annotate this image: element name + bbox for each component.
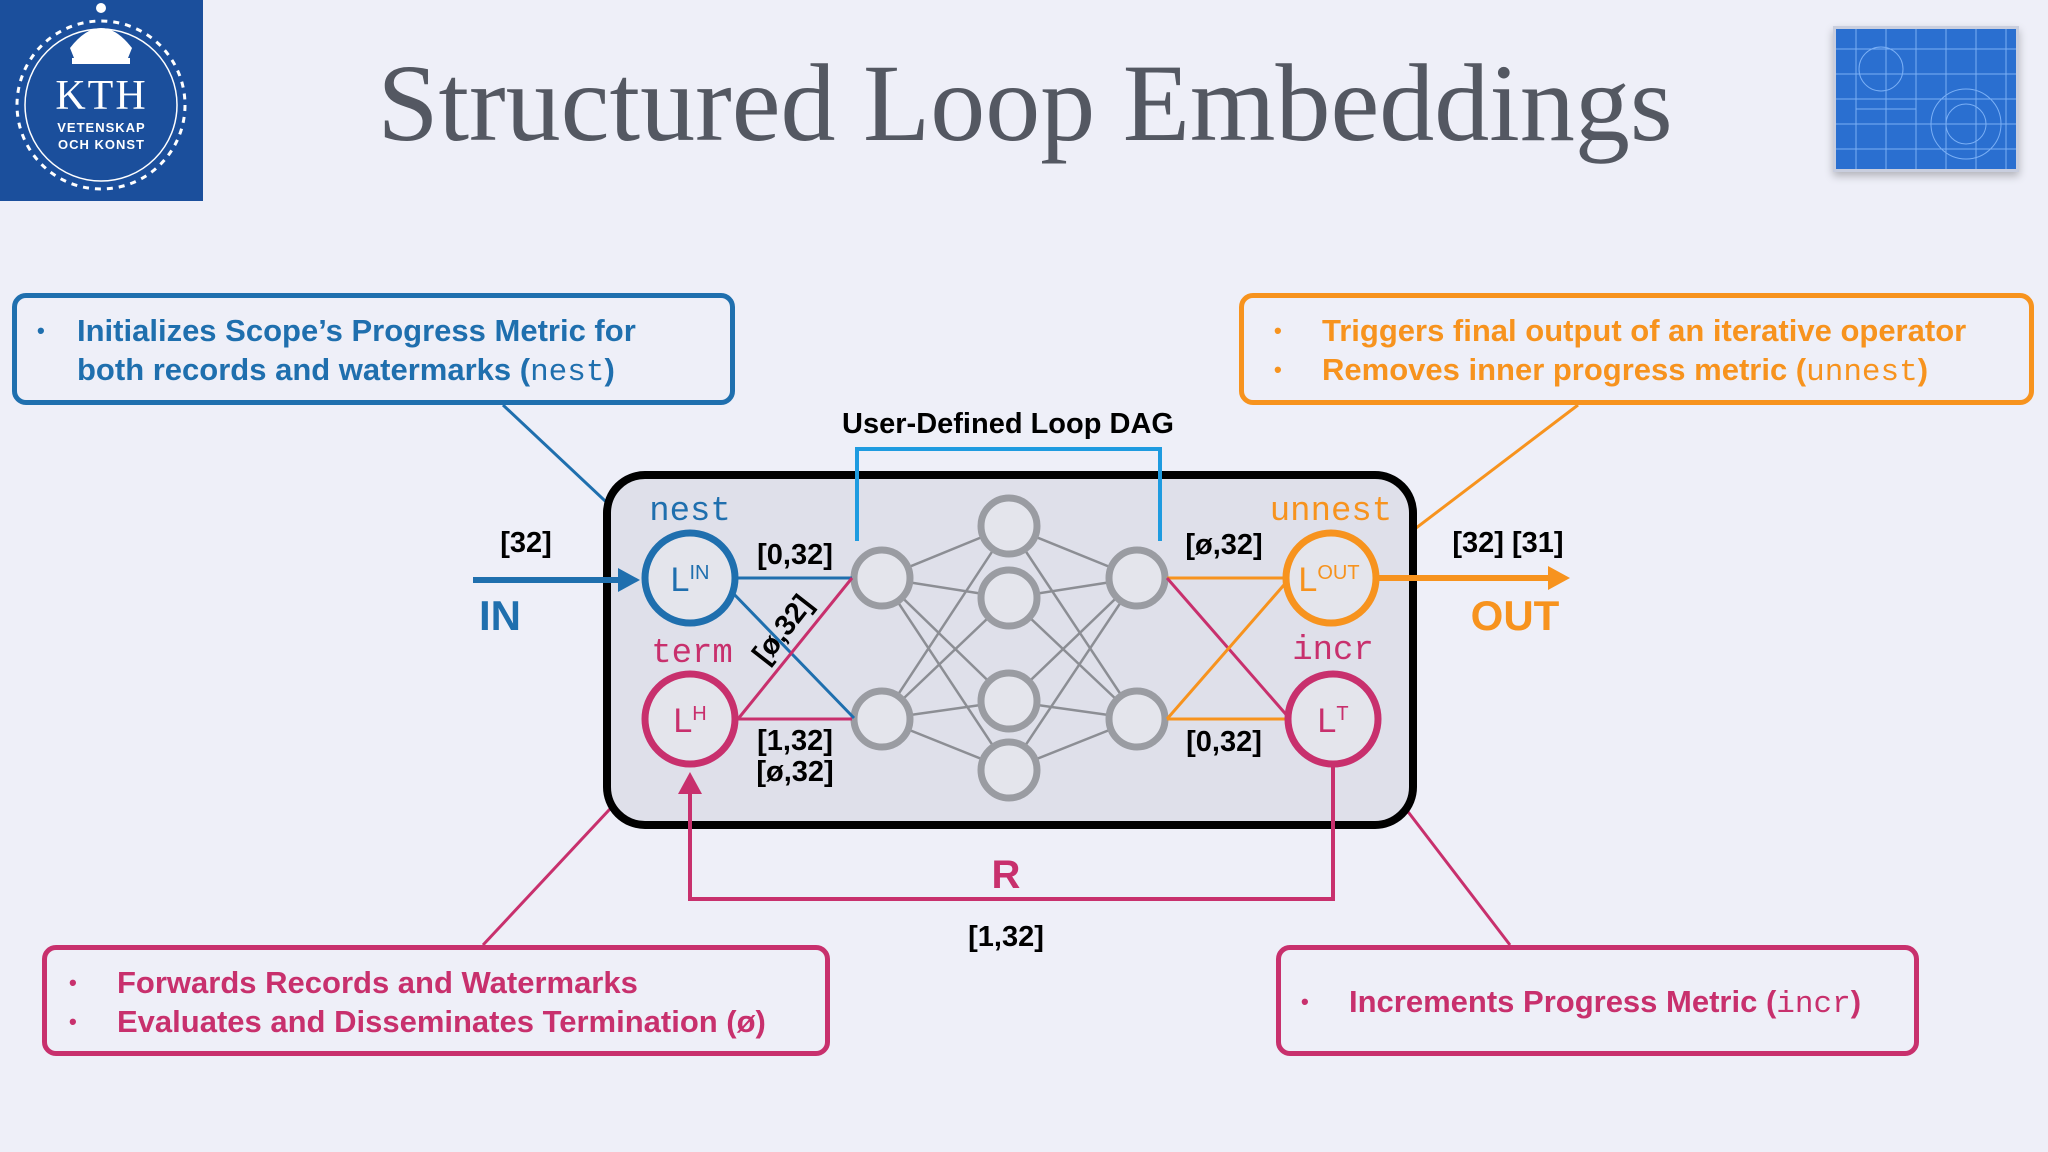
dag-node-output-bottom bbox=[1105, 687, 1169, 751]
loop-back-edge-label: [1,32] bbox=[968, 921, 1044, 953]
term-node bbox=[641, 670, 739, 768]
nest-out-edge-label: [0,32] bbox=[757, 539, 833, 571]
incr-node-text: LT bbox=[1317, 702, 1348, 740]
to-incr-edge-label: [0,32] bbox=[1186, 726, 1262, 758]
kth-logo: KTH VETENSKAP OCH KONST bbox=[0, 0, 203, 201]
out-arrow-head bbox=[1548, 566, 1570, 590]
loop-back-arrow-head bbox=[678, 772, 702, 794]
in-edge-label: [32] bbox=[500, 527, 552, 559]
r-label: R bbox=[992, 853, 1021, 897]
term-node-text: LH bbox=[673, 702, 706, 740]
dag-nodes bbox=[850, 494, 1169, 802]
dag-node-hidden-3 bbox=[977, 669, 1041, 733]
edge-dag-bottom-to-unnest bbox=[1165, 577, 1292, 720]
out-edge-label: [32] [31] bbox=[1452, 527, 1563, 559]
dag-bracket bbox=[855, 447, 1162, 541]
term-callout-item: •Evaluates and Disseminates Termination … bbox=[69, 1004, 766, 1039]
dag-node-hidden-2 bbox=[977, 566, 1041, 630]
edge-term-to-dag-top bbox=[736, 577, 854, 720]
incr-operator-label: incr bbox=[1292, 632, 1374, 670]
nest-node bbox=[641, 529, 739, 627]
dag-node-input-bottom bbox=[850, 687, 914, 751]
term-callout: •Forwards Records and Watermarks •Evalua… bbox=[42, 945, 830, 1056]
term-out-edge-label-2: [ø,32] bbox=[756, 756, 833, 788]
dag-label: User-Defined Loop DAG bbox=[842, 408, 1174, 440]
dag-node-input-top bbox=[850, 546, 914, 610]
unnest-operator-label: unnest bbox=[1270, 493, 1392, 531]
loop-scope-box bbox=[603, 471, 1417, 829]
incr-callout-item: •Increments Progress Metric (incr) bbox=[1301, 984, 1862, 1022]
nest-node-text: LIN bbox=[671, 561, 710, 599]
nest-callout-item: •Initializes Scope’s Progress Metric for bbox=[37, 313, 636, 348]
logo-line-2: OCH KONST bbox=[58, 137, 145, 152]
incr-node bbox=[1284, 670, 1382, 768]
nest-callout-item: both records and watermarks (nest) bbox=[77, 352, 615, 390]
crown-icon bbox=[15, 3, 187, 191]
to-unnest-edge-label: [ø,32] bbox=[1185, 529, 1262, 561]
nest-callout: •Initializes Scope’s Progress Metric for… bbox=[12, 293, 735, 405]
unnest-callout-item: •Triggers final output of an iterative o… bbox=[1274, 313, 1967, 348]
blueprint-image bbox=[1833, 26, 2019, 172]
logo-name: KTH bbox=[55, 73, 148, 119]
term-callout-item: •Forwards Records and Watermarks bbox=[69, 965, 638, 1000]
term-out-edge-label-1: [1,32] bbox=[757, 725, 833, 757]
in-arrow-head bbox=[618, 568, 640, 592]
unnest-node bbox=[1282, 529, 1380, 627]
out-label: OUT bbox=[1471, 592, 1560, 639]
dag-node-hidden-4 bbox=[977, 738, 1041, 802]
unnest-node-text: LOUT bbox=[1298, 561, 1359, 599]
loop-back-edge bbox=[688, 762, 1335, 901]
page-title: Structured Loop Embeddings bbox=[377, 42, 1673, 164]
incr-callout: •Increments Progress Metric (incr) bbox=[1276, 945, 1919, 1056]
logo-line-1: VETENSKAP bbox=[57, 120, 146, 135]
term-operator-label: term bbox=[651, 635, 733, 673]
blueprint-icon bbox=[1836, 29, 2016, 169]
in-label: IN bbox=[479, 592, 521, 639]
dag-node-output-top bbox=[1105, 546, 1169, 610]
unnest-callout-item: •Removes inner progress metric (unnest) bbox=[1274, 352, 1929, 390]
nest-operator-label: nest bbox=[649, 493, 731, 531]
unnest-callout: •Triggers final output of an iterative o… bbox=[1239, 293, 2034, 405]
dag-node-hidden-1 bbox=[977, 494, 1041, 558]
